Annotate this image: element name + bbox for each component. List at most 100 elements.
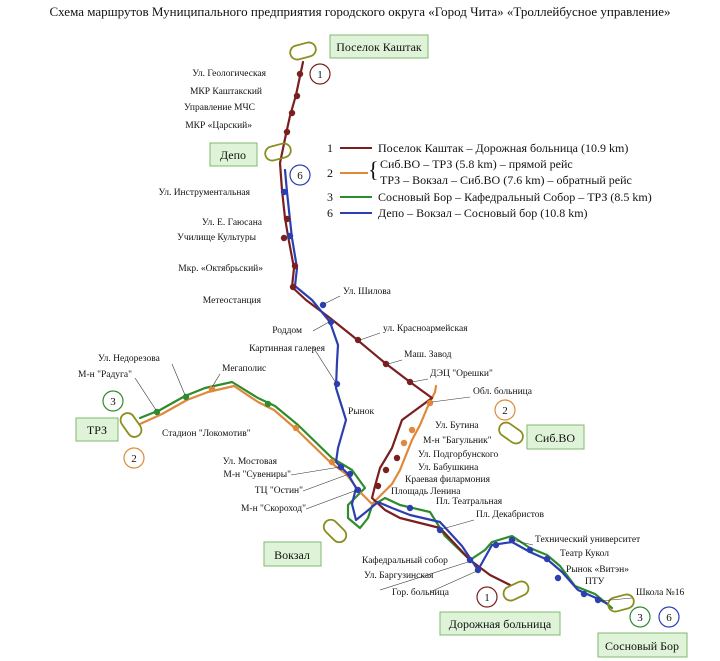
route-marker-label: 2 bbox=[131, 453, 137, 465]
stop-label: Училище Культуры bbox=[177, 233, 257, 243]
stop-label: М-н "Багульник" bbox=[423, 436, 492, 446]
route-2-line bbox=[138, 384, 438, 506]
stop-dot bbox=[382, 466, 390, 474]
terminal-box-depo bbox=[209, 142, 258, 167]
legend-brace: { bbox=[368, 157, 379, 182]
stop-label: МКР «Царский» bbox=[185, 120, 252, 131]
terminal-label: Сосновый Бор bbox=[605, 639, 679, 653]
stop-dot bbox=[526, 546, 534, 554]
stop-label: Рынок «Витэн» bbox=[566, 565, 629, 575]
stop-dot bbox=[280, 188, 288, 196]
route-marker-3 bbox=[629, 606, 651, 628]
stop-label: Картинная галерея bbox=[249, 344, 326, 354]
stop-label: Технический университет bbox=[535, 534, 641, 545]
stop-dot bbox=[382, 360, 390, 368]
leader-line bbox=[441, 519, 475, 530]
legend-text: Поселок Каштак – Дорожная больница (10.9… bbox=[378, 141, 628, 155]
leader-line bbox=[302, 473, 350, 492]
terminal-label: Сиб.ВО bbox=[535, 431, 576, 445]
stop-label: ТЦ "Остин" bbox=[255, 486, 303, 496]
stop-dot bbox=[264, 400, 272, 408]
stop-label: Ул. Бабушкина bbox=[418, 462, 479, 473]
stop-label: Мкр. «Октябрьский» bbox=[178, 263, 263, 274]
terminal-box-dorozhnaya bbox=[439, 611, 561, 636]
stop-dot bbox=[426, 399, 434, 407]
legend-num: 2 bbox=[327, 166, 333, 180]
stop-label: Обл. больница bbox=[473, 386, 533, 397]
stop-label: ул. Красноармейская bbox=[383, 323, 468, 334]
leader-line bbox=[171, 363, 186, 396]
page-title: Схема маршрутов Муниципального предприят… bbox=[49, 4, 671, 19]
terminal-box-kashtak bbox=[329, 34, 429, 59]
terminal-label: Дорожная больница bbox=[449, 617, 552, 631]
terminal-oval-dorozhnaya bbox=[502, 580, 530, 602]
stop-label: Управление МЧС bbox=[184, 103, 255, 113]
legend: 1 Поселок Каштак – Дорожная больница (10… bbox=[327, 141, 652, 220]
stop-label: Ул. Геологическая bbox=[192, 69, 266, 79]
stop-dot bbox=[408, 426, 416, 434]
stop-dot bbox=[280, 234, 288, 242]
stop-label: Гор. больница bbox=[392, 587, 450, 598]
legend-text: ТРЗ – Вокзал – Сиб.ВО (7.6 km) – обратны… bbox=[380, 173, 632, 187]
terminal-oval-trz bbox=[119, 412, 143, 438]
legend-num: 3 bbox=[327, 190, 333, 204]
terminal-label: Депо bbox=[220, 148, 246, 162]
stop-dot bbox=[293, 92, 301, 100]
leader-line bbox=[387, 359, 403, 365]
route-marker-2 bbox=[494, 399, 516, 421]
terminal-box-sosnovy bbox=[597, 632, 688, 658]
stop-dot bbox=[153, 408, 161, 416]
terminal-oval-sosnovy bbox=[607, 593, 635, 613]
stop-dot bbox=[208, 385, 216, 393]
leader-line bbox=[290, 466, 341, 476]
stop-label: Ул. Баргузинская bbox=[364, 571, 434, 581]
stop-label: ДЭЦ "Орешки" bbox=[430, 369, 493, 379]
stop-label: Рынок bbox=[348, 407, 375, 417]
route-marker-label: 6 bbox=[666, 612, 672, 624]
stop-dot bbox=[337, 463, 345, 471]
stop-label: М-н "Сувениры" bbox=[223, 470, 291, 480]
stop-dot bbox=[319, 301, 327, 309]
stop-label: Ул. Подгорбунского bbox=[418, 449, 499, 460]
stop-label: ПТУ bbox=[585, 577, 605, 587]
route-marker-label: 2 bbox=[502, 405, 508, 417]
stop-label: Ул. Бутина bbox=[435, 421, 479, 431]
stop-dot bbox=[466, 556, 474, 564]
route-marker-label: 3 bbox=[637, 612, 643, 624]
stop-dot bbox=[296, 70, 304, 78]
stop-label: Маш. Завод bbox=[404, 350, 452, 360]
stop-label: Кафедральный собор bbox=[362, 555, 448, 566]
route-marker-label: 3 bbox=[110, 396, 116, 408]
leader-line bbox=[431, 396, 471, 403]
route-marker-2 bbox=[123, 447, 145, 469]
stop-dot bbox=[406, 504, 414, 512]
legend-text: Сосновый Бор – Кафедральный Собор – ТРЗ … bbox=[378, 190, 652, 204]
legend-num: 1 bbox=[327, 141, 333, 155]
leader-line bbox=[429, 570, 478, 593]
stop-label: Ул. Недорезова bbox=[98, 354, 161, 364]
leader-line bbox=[411, 378, 429, 383]
stop-dot bbox=[354, 486, 362, 494]
stop-dot bbox=[283, 128, 291, 136]
stop-dot bbox=[374, 482, 382, 490]
terminal-oval-sibvo bbox=[498, 421, 524, 445]
stop-label: Ул. Мостовая bbox=[223, 457, 278, 467]
stop-dot bbox=[580, 590, 588, 598]
route-marker-1 bbox=[476, 586, 498, 608]
stop-label: Метеостанция bbox=[203, 296, 262, 306]
stop-label: МКР Каштакский bbox=[190, 86, 262, 97]
terminal-box-vokzal bbox=[263, 541, 322, 567]
terminal-oval-depo bbox=[264, 142, 292, 162]
terminal-box-sibvo bbox=[526, 424, 585, 450]
terminal-label: Вокзал bbox=[274, 548, 310, 562]
terminal-label: ТРЗ bbox=[87, 423, 107, 437]
stop-dot bbox=[291, 262, 299, 270]
stop-dot bbox=[492, 541, 500, 549]
stop-dot bbox=[400, 439, 408, 447]
stop-dot bbox=[393, 454, 401, 462]
leader-line bbox=[379, 561, 469, 591]
leader-line bbox=[211, 373, 221, 388]
stop-label: Пл. Декабристов bbox=[476, 509, 545, 520]
leader-line bbox=[511, 539, 534, 546]
stop-dot bbox=[182, 393, 190, 401]
